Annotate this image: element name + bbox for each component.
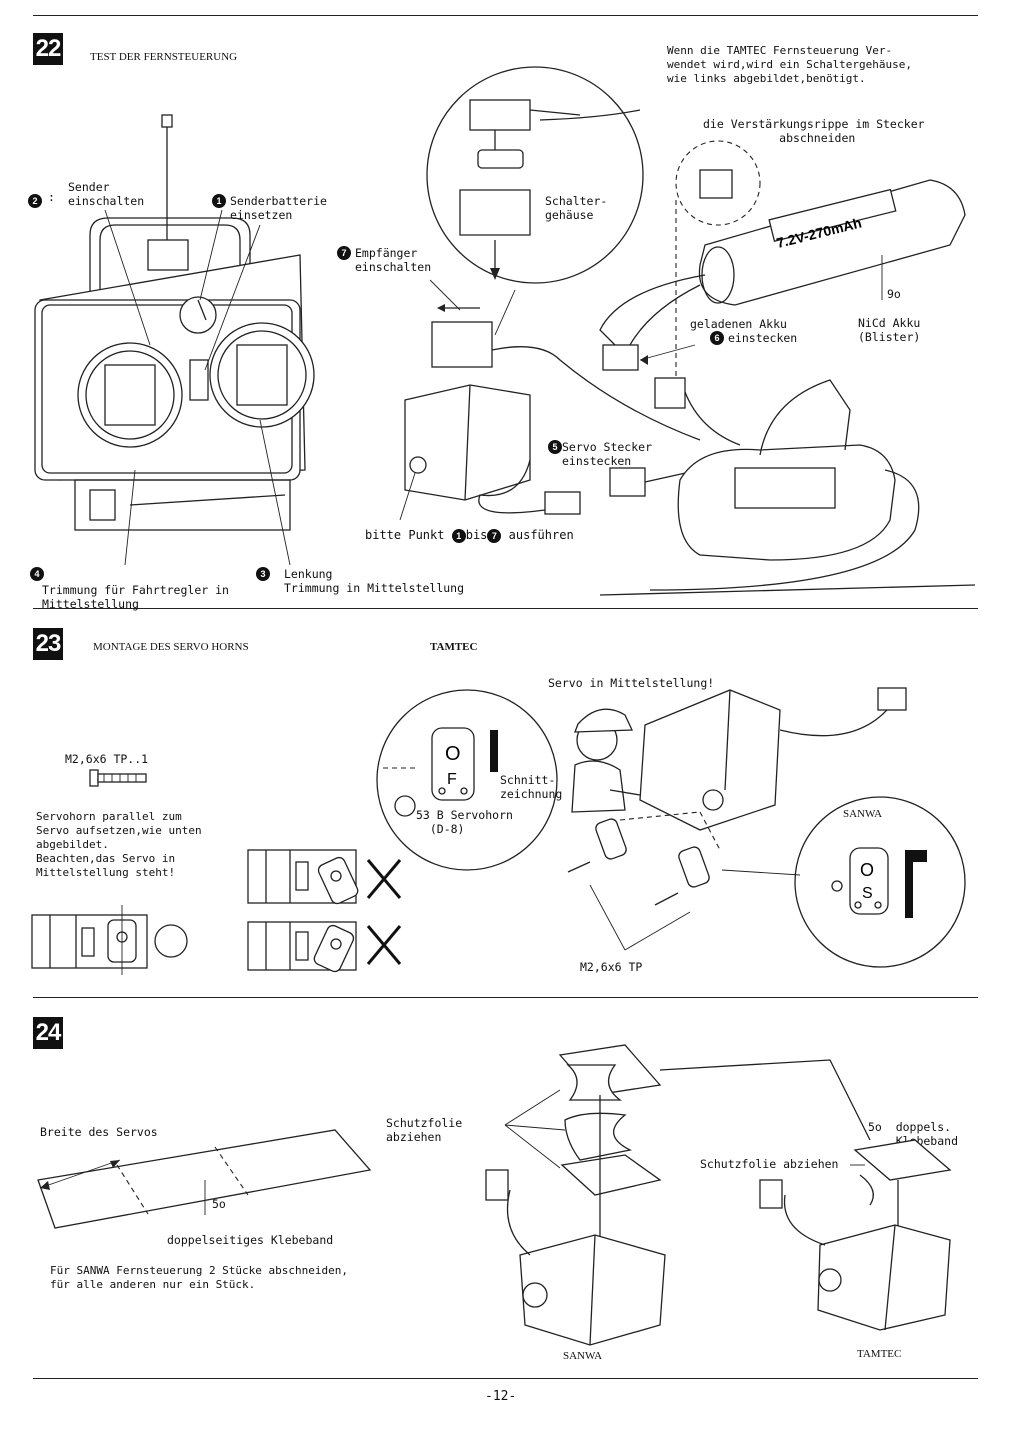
- sanwa-label-23: SANWA: [843, 808, 883, 820]
- breite-label: Breite des Servos: [40, 1125, 158, 1139]
- nicd-label: NiCd Akku (Blister): [858, 316, 921, 344]
- servo-correct: [31, 905, 188, 975]
- section-22-illustration: 7.2V-270mAh: [34, 66, 976, 596]
- servo-mitte-label: Servo in Mittelstellung!: [548, 676, 715, 690]
- part-50-label: 5o: [212, 1197, 226, 1211]
- divider-22-23: [33, 608, 978, 609]
- section-24-illustration: [37, 1044, 952, 1346]
- verstaerkung-label: die Verstärkungsrippe im Stecker abschne…: [703, 117, 925, 145]
- section-23-number: 23: [33, 628, 63, 660]
- servo-wrong-1: [247, 849, 402, 905]
- schutzfolie-label: Schutzfolie abziehen: [386, 1116, 463, 1144]
- servohorn-instructions: Servohorn parallel zum Servo aufsetzen,w…: [36, 810, 202, 879]
- page-number: -12-: [485, 1389, 517, 1404]
- schnitt-label: Schnitt- zeichnung: [500, 773, 563, 801]
- charger-drawing: [677, 444, 896, 561]
- tamtec-label-24: TAMTEC: [857, 1348, 902, 1360]
- section-23-illustration: O F O S: [31, 687, 966, 975]
- svg-text:F: F: [447, 771, 457, 788]
- schutzfolie2-label: Schutzfolie abziehen: [700, 1157, 839, 1171]
- svg-text:O: O: [860, 860, 874, 880]
- schaltergehaeuse-label: Schalter- gehäuse: [545, 194, 608, 222]
- receiver-drawing: [431, 321, 493, 368]
- transmitter-drawing: [34, 114, 315, 566]
- geladenen-akku-label: geladenen Akku: [690, 317, 787, 331]
- section-23-title: MONTAGE DES SERVO HORNS: [93, 641, 249, 653]
- part-90-label: 9o: [887, 287, 901, 301]
- battery-drawing: [698, 179, 966, 306]
- section-22-title: TEST DER FERNSTEUERUNG: [90, 51, 238, 63]
- switch-detail-circle: [426, 66, 644, 284]
- bottom-rule: [33, 1378, 978, 1379]
- servohorn-label: 53 B Servohorn (D-8): [416, 808, 513, 836]
- top-rule: [33, 15, 978, 16]
- svg-text:S: S: [862, 885, 873, 902]
- divider-23-24: [33, 997, 978, 998]
- tamtec-brand: TAMTEC: [430, 641, 478, 653]
- sanwa-note: Für SANWA Fernsteuerung 2 Stücke abschne…: [50, 1264, 349, 1291]
- svg-text:O: O: [445, 743, 461, 765]
- section-22-number: 22: [33, 33, 63, 65]
- section-24-number: 24: [33, 1017, 63, 1049]
- servo-wrong-2: [247, 921, 402, 973]
- klebeband-label: doppelseitiges Klebeband: [167, 1233, 334, 1247]
- switch-housing-drawing: [459, 99, 641, 280]
- tamtec-note: Wenn die TAMTEC Fernsteuerung Ver- wende…: [667, 44, 913, 85]
- tape-strip: [37, 1129, 372, 1229]
- sanwa-label-24: SANWA: [563, 1350, 603, 1362]
- screw-label: M2,6x6 TP..1: [65, 752, 149, 766]
- screw2-label: M2,6x6 TP: [580, 960, 643, 974]
